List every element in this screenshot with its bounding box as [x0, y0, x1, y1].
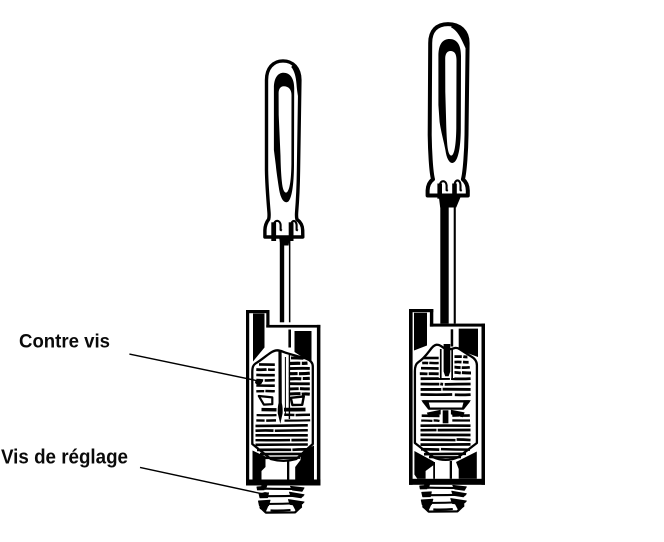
svg-text:Vis de réglage: Vis de réglage [1, 447, 128, 469]
svg-text:Contre vis: Contre vis [19, 331, 110, 353]
